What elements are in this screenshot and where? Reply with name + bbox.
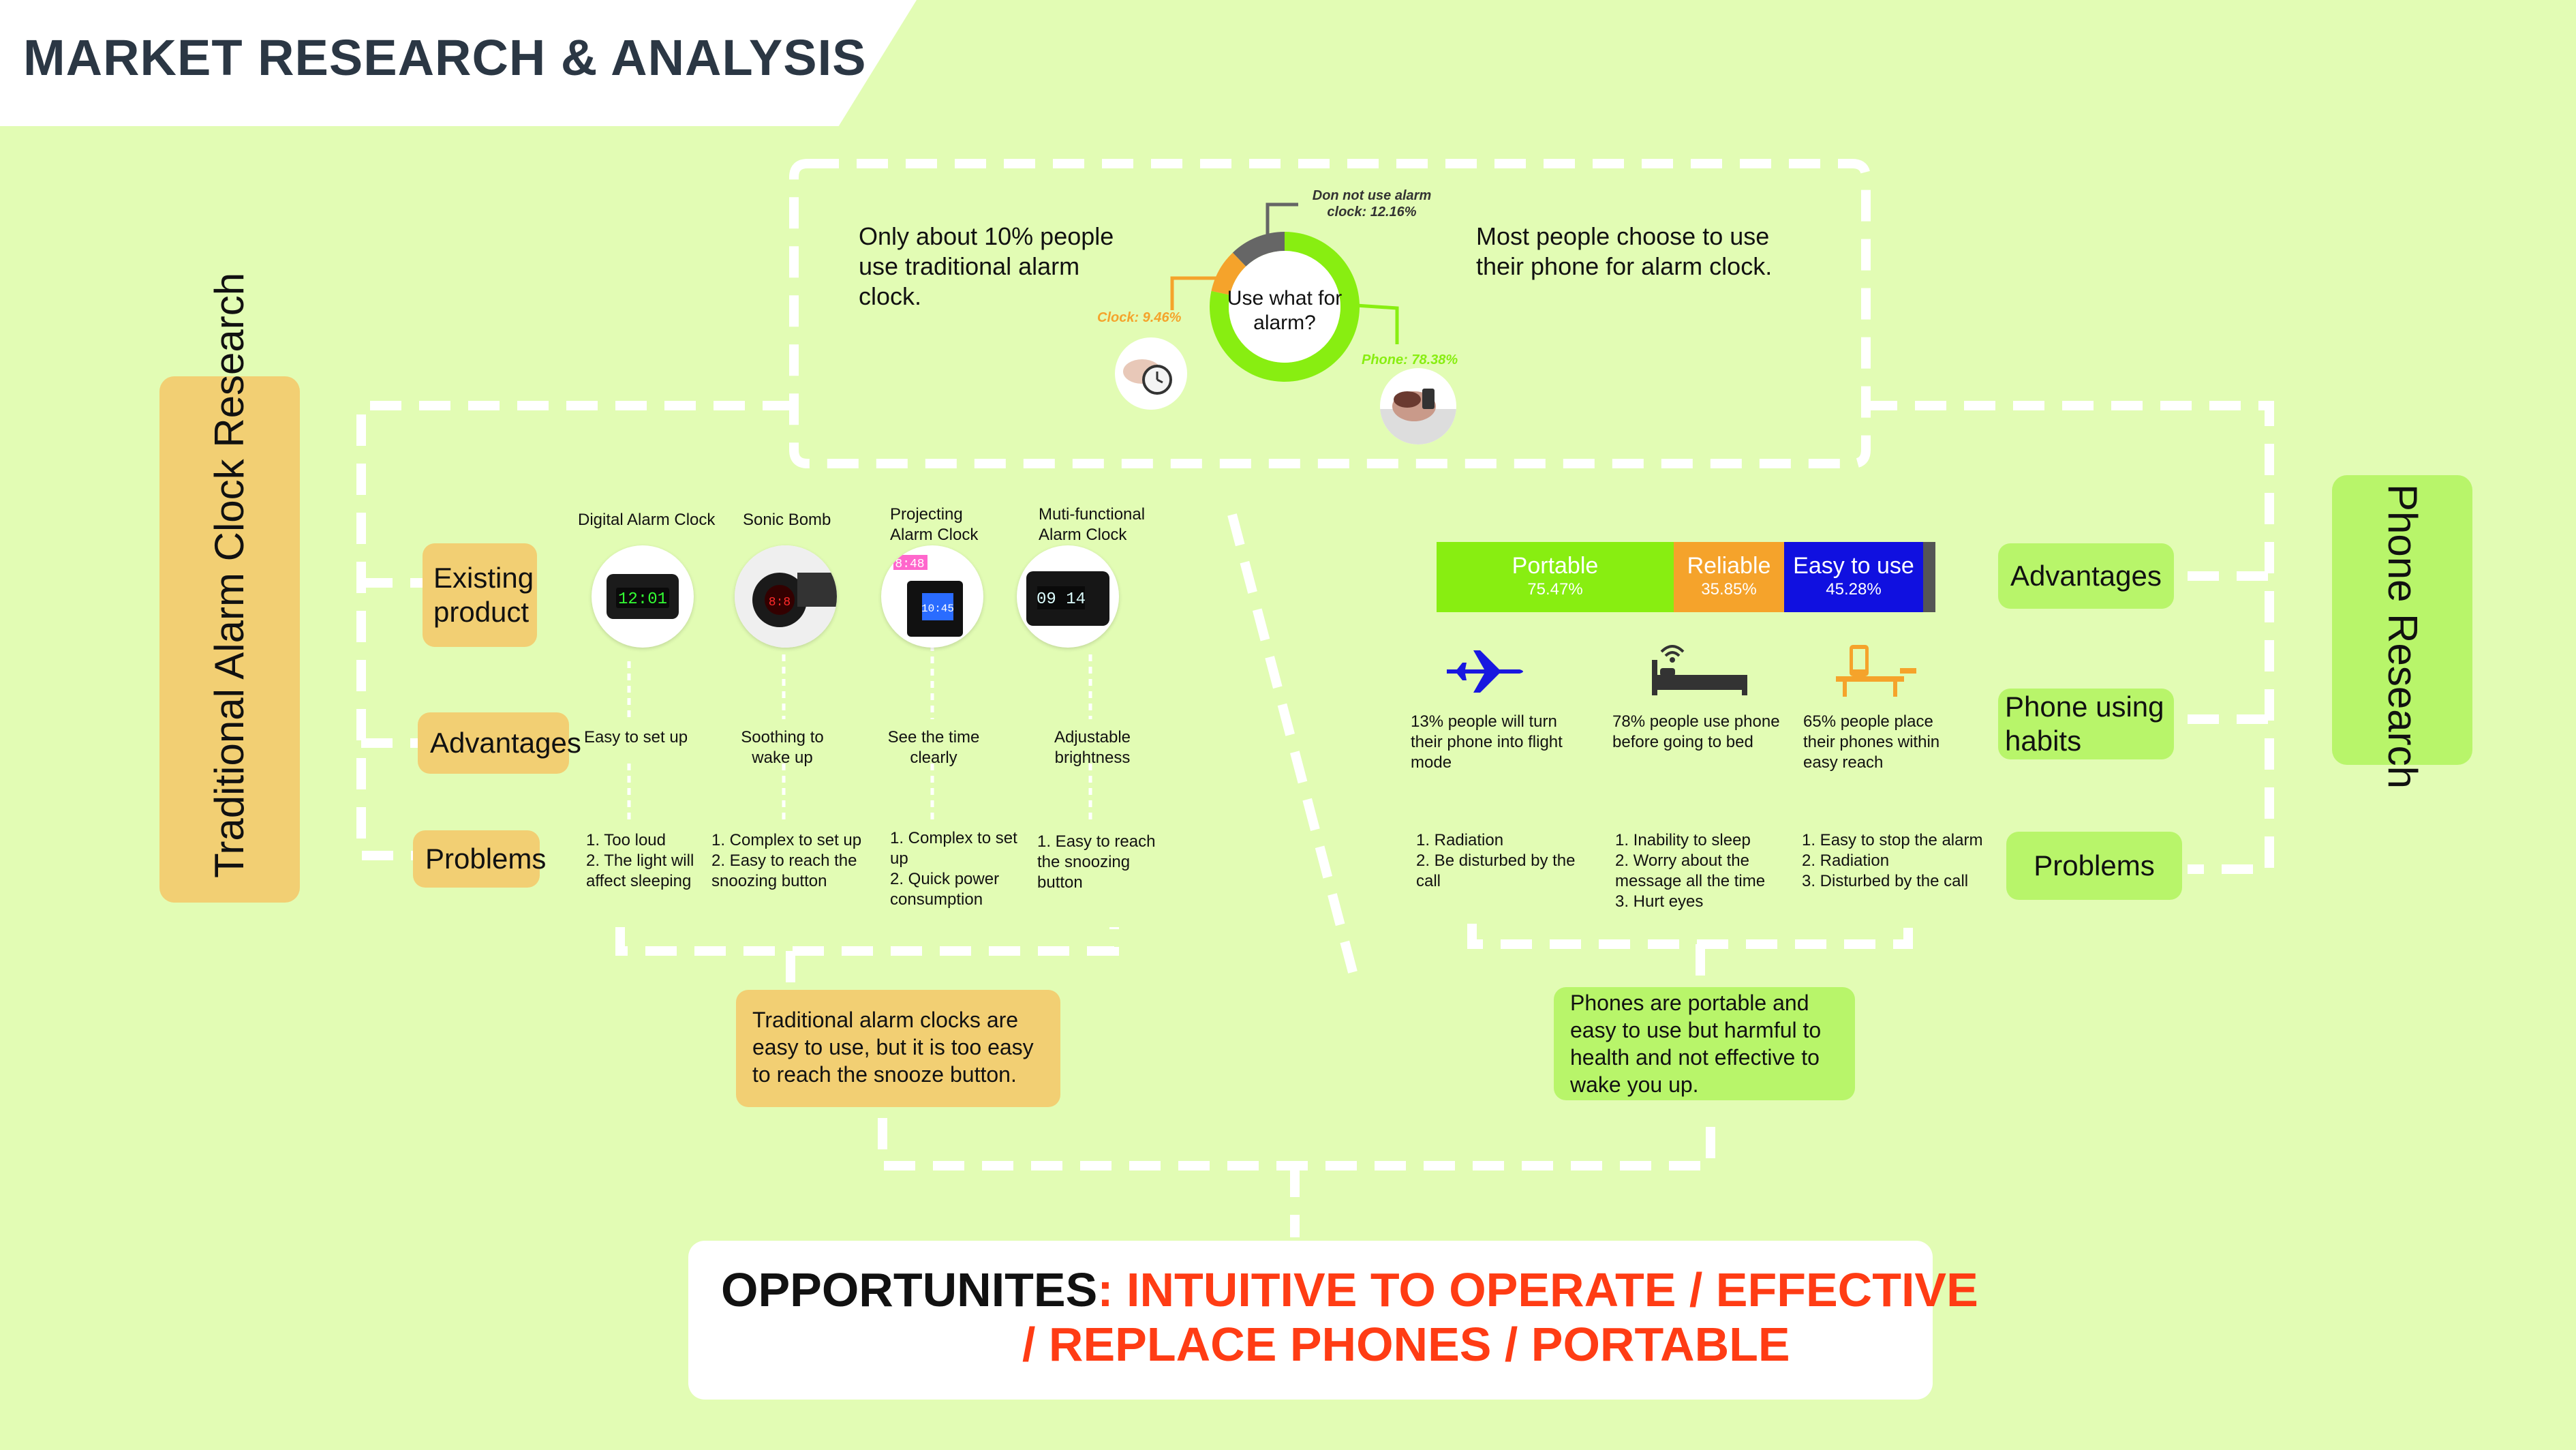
svg-text:12:01: 12:01	[618, 590, 667, 609]
projecting-alarm-clock-image: 8:48 10:45	[881, 545, 983, 648]
product-problems: 1. Complex to set up 2. Quick power cons…	[890, 829, 1017, 909]
portable-label: Portable	[1512, 553, 1599, 579]
product-problems: 1. Too loud 2. The light will affect sle…	[586, 831, 694, 890]
habit-problems: 1. Radiation 2. Be disturbed by the call	[1416, 831, 1576, 890]
svg-text:8:8: 8:8	[769, 596, 791, 609]
donut-label-none: Don not use alarm clock: 12.16%	[1312, 188, 1432, 220]
phone-habits-label[interactable]: Phone using habits	[1998, 689, 2174, 759]
habit-text: 13% people will turn their phone into fl…	[1411, 712, 1563, 772]
donut-center-label: Use what for alarm?	[1227, 287, 1343, 334]
multi-functional-alarm-clock-image: 09 14	[1017, 545, 1119, 648]
bed-wifi-icon	[1652, 645, 1747, 695]
habit-problems: 1. Easy to stop the alarm 2. Radiation 3…	[1802, 831, 1983, 890]
easy-to-use-label: Easy to use	[1793, 553, 1914, 579]
existing-product-label[interactable]: Existing product	[423, 543, 537, 647]
digital-alarm-clock-image: 12:01	[592, 545, 694, 648]
donut-hole	[1229, 251, 1340, 363]
alarm-clock-photo	[1115, 337, 1187, 410]
easy-to-use-percent: 45.28%	[1826, 580, 1882, 599]
product-advantage: Soothing to wake up	[741, 728, 824, 767]
title-banner: MARKET RESEARCH & ANALYSIS	[0, 0, 917, 126]
survey-right-note: Most people choose to use their phone fo…	[1476, 222, 1773, 280]
alarm-usage-donut-chart	[1210, 232, 1360, 382]
traditional-summary: Traditional alarm clocks are easy to use…	[736, 990, 1060, 1107]
opportunities-items-2: / REPLACE PHONES / PORTABLE	[1022, 1318, 1790, 1371]
product-name: Sonic Bomb	[743, 511, 831, 529]
habit-text: 78% people use phone before going to bed	[1612, 712, 1780, 751]
donut-leader-lines	[1170, 202, 1399, 344]
svg-text:10:45: 10:45	[921, 603, 954, 615]
svg-text:09 14: 09 14	[1037, 590, 1086, 609]
habit-problems: 1. Inability to sleep 2. Worry about the…	[1615, 831, 1766, 911]
opportunities-line-1: OPPORTUNITES: INTUITIVE TO OPERATE / EFF…	[721, 1263, 1978, 1317]
opportunities-items-1: INTUITIVE TO OPERATE / EFFECTIVE	[1113, 1263, 1978, 1316]
reliable-segment: Reliable 35.85%	[1674, 542, 1784, 612]
opportunities-label: OPPORTUNITES	[721, 1263, 1098, 1316]
phone-advantages-label[interactable]: Advantages	[1998, 543, 2174, 609]
phone-table-icon	[1836, 645, 1916, 697]
product-problems: 1. Easy to reach the snoozing button	[1037, 832, 1156, 892]
svg-text:8:48: 8:48	[895, 558, 924, 571]
product-name: Projecting Alarm Clock	[890, 505, 979, 544]
easy-to-use-segment: Easy to use 45.28%	[1784, 542, 1923, 612]
portable-percent: 75.47%	[1527, 580, 1583, 599]
phone-problems-label[interactable]: Problems	[2006, 832, 2182, 900]
traditional-problems-label[interactable]: Problems	[413, 830, 546, 888]
phone-research-tab[interactable]: Phone Research	[2332, 475, 2472, 789]
donut-slice-none	[1232, 232, 1285, 267]
habit-text: 65% people place their phones within eas…	[1803, 712, 1940, 772]
product-advantage: Easy to set up	[583, 728, 688, 746]
page-title: MARKET RESEARCH & ANALYSIS	[23, 29, 867, 86]
opportunities-box: OPPORTUNITES: INTUITIVE TO OPERATE / EFF…	[688, 1241, 1978, 1400]
airplane-icon	[1447, 650, 1523, 693]
reliable-percent: 35.85%	[1701, 580, 1757, 599]
donut-label-phone: Phone: 78.38%	[1362, 352, 1458, 367]
portable-segment: Portable 75.47%	[1437, 542, 1674, 612]
product-advantage: Adjustable brightness	[1054, 728, 1131, 767]
product-name: Muti-functional Alarm Clock	[1039, 505, 1146, 544]
phone-in-bed-photo	[1380, 368, 1456, 444]
sonic-bomb-image: 8:8	[735, 545, 837, 648]
phone-summary: Phones are portable and easy to use but …	[1554, 987, 1855, 1100]
donut-label-clock: Clock: 9.46%	[1097, 310, 1182, 325]
product-advantage: See the time clearly	[887, 728, 980, 767]
traditional-research-label: Traditional Alarm Clock Research	[206, 272, 252, 878]
opportunities-colon: :	[1097, 1263, 1114, 1316]
phone-research-label: Phone Research	[2380, 483, 2425, 789]
product-problems: 1. Complex to set up 2. Easy to reach th…	[711, 831, 862, 890]
product-name: Digital Alarm Clock	[578, 511, 716, 529]
traditional-research-tab[interactable]: Traditional Alarm Clock Research	[159, 272, 300, 903]
bar-remainder-segment	[1923, 542, 1935, 612]
traditional-advantages-label[interactable]: Advantages	[418, 712, 581, 774]
survey-left-note: Only about 10% people use traditional al…	[859, 222, 1114, 310]
donut-slice-clock	[1211, 252, 1246, 295]
reliable-label: Reliable	[1687, 553, 1771, 579]
